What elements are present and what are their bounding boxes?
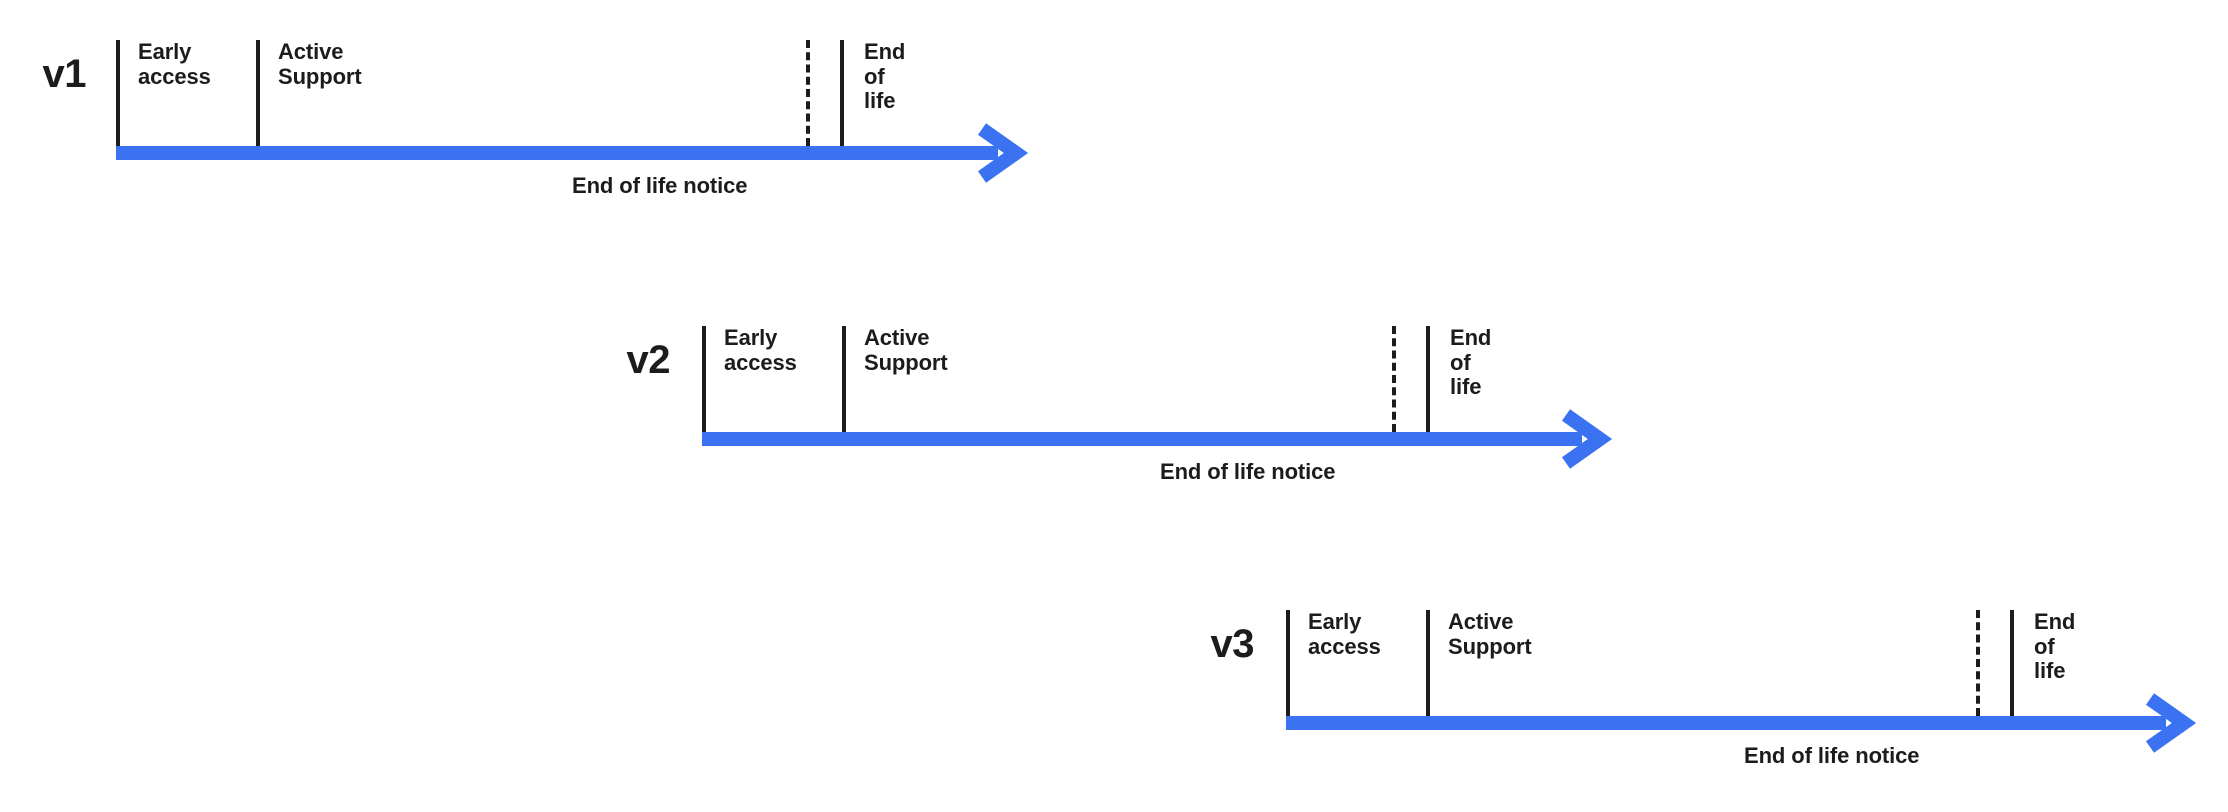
timeline-bar-v3 [1286, 716, 2166, 730]
notice-label-v3: End of life notice [1744, 743, 1920, 768]
timeline-bar-v2 [702, 432, 1582, 446]
notice-label-v1: End of life notice [572, 173, 748, 198]
phase-marker-early-access-start-v1 [116, 40, 120, 146]
phase-label-active-support-v1: Active Support [278, 39, 362, 89]
phase-marker-early-access-start-v2 [702, 326, 706, 432]
phase-label-active-support-v2: Active Support [864, 325, 948, 375]
phase-label-end-of-life-v1: End of life [864, 39, 906, 114]
arrow-right-icon-v1 [976, 123, 1029, 183]
phase-marker-end-of-life-start-v3 [2010, 610, 2014, 716]
phase-label-end-of-life-v2: End of life [1450, 325, 1492, 400]
timeline-bar-v1 [116, 146, 998, 160]
phase-marker-active-support-start-v3 [1426, 610, 1430, 716]
version-label-v2: v2 [626, 338, 671, 382]
phase-label-early-access-v3: Early access [1308, 609, 1381, 659]
version-label-v1: v1 [42, 52, 87, 96]
phase-label-active-support-v3: Active Support [1448, 609, 1532, 659]
phase-marker-active-support-start-v2 [842, 326, 846, 432]
notice-label-v2: End of life notice [1160, 459, 1336, 484]
phase-marker-end-of-life-start-v1 [840, 40, 844, 146]
arrow-right-icon-v2 [1560, 409, 1613, 469]
phase-marker-active-support-start-v1 [256, 40, 260, 146]
phase-label-early-access-v1: Early access [138, 39, 211, 89]
phase-marker-end-of-life-start-v2 [1426, 326, 1430, 432]
phase-marker-end-of-life-notice-v2 [1392, 326, 1396, 432]
phase-marker-early-access-start-v3 [1286, 610, 1290, 716]
arrow-right-icon-v3 [2144, 693, 2197, 753]
phase-marker-end-of-life-notice-v1 [806, 40, 810, 146]
phase-label-end-of-life-v3: End of life [2034, 609, 2076, 684]
phase-marker-end-of-life-notice-v3 [1976, 610, 1980, 716]
phase-label-early-access-v2: Early access [724, 325, 797, 375]
version-label-v3: v3 [1210, 622, 1255, 666]
